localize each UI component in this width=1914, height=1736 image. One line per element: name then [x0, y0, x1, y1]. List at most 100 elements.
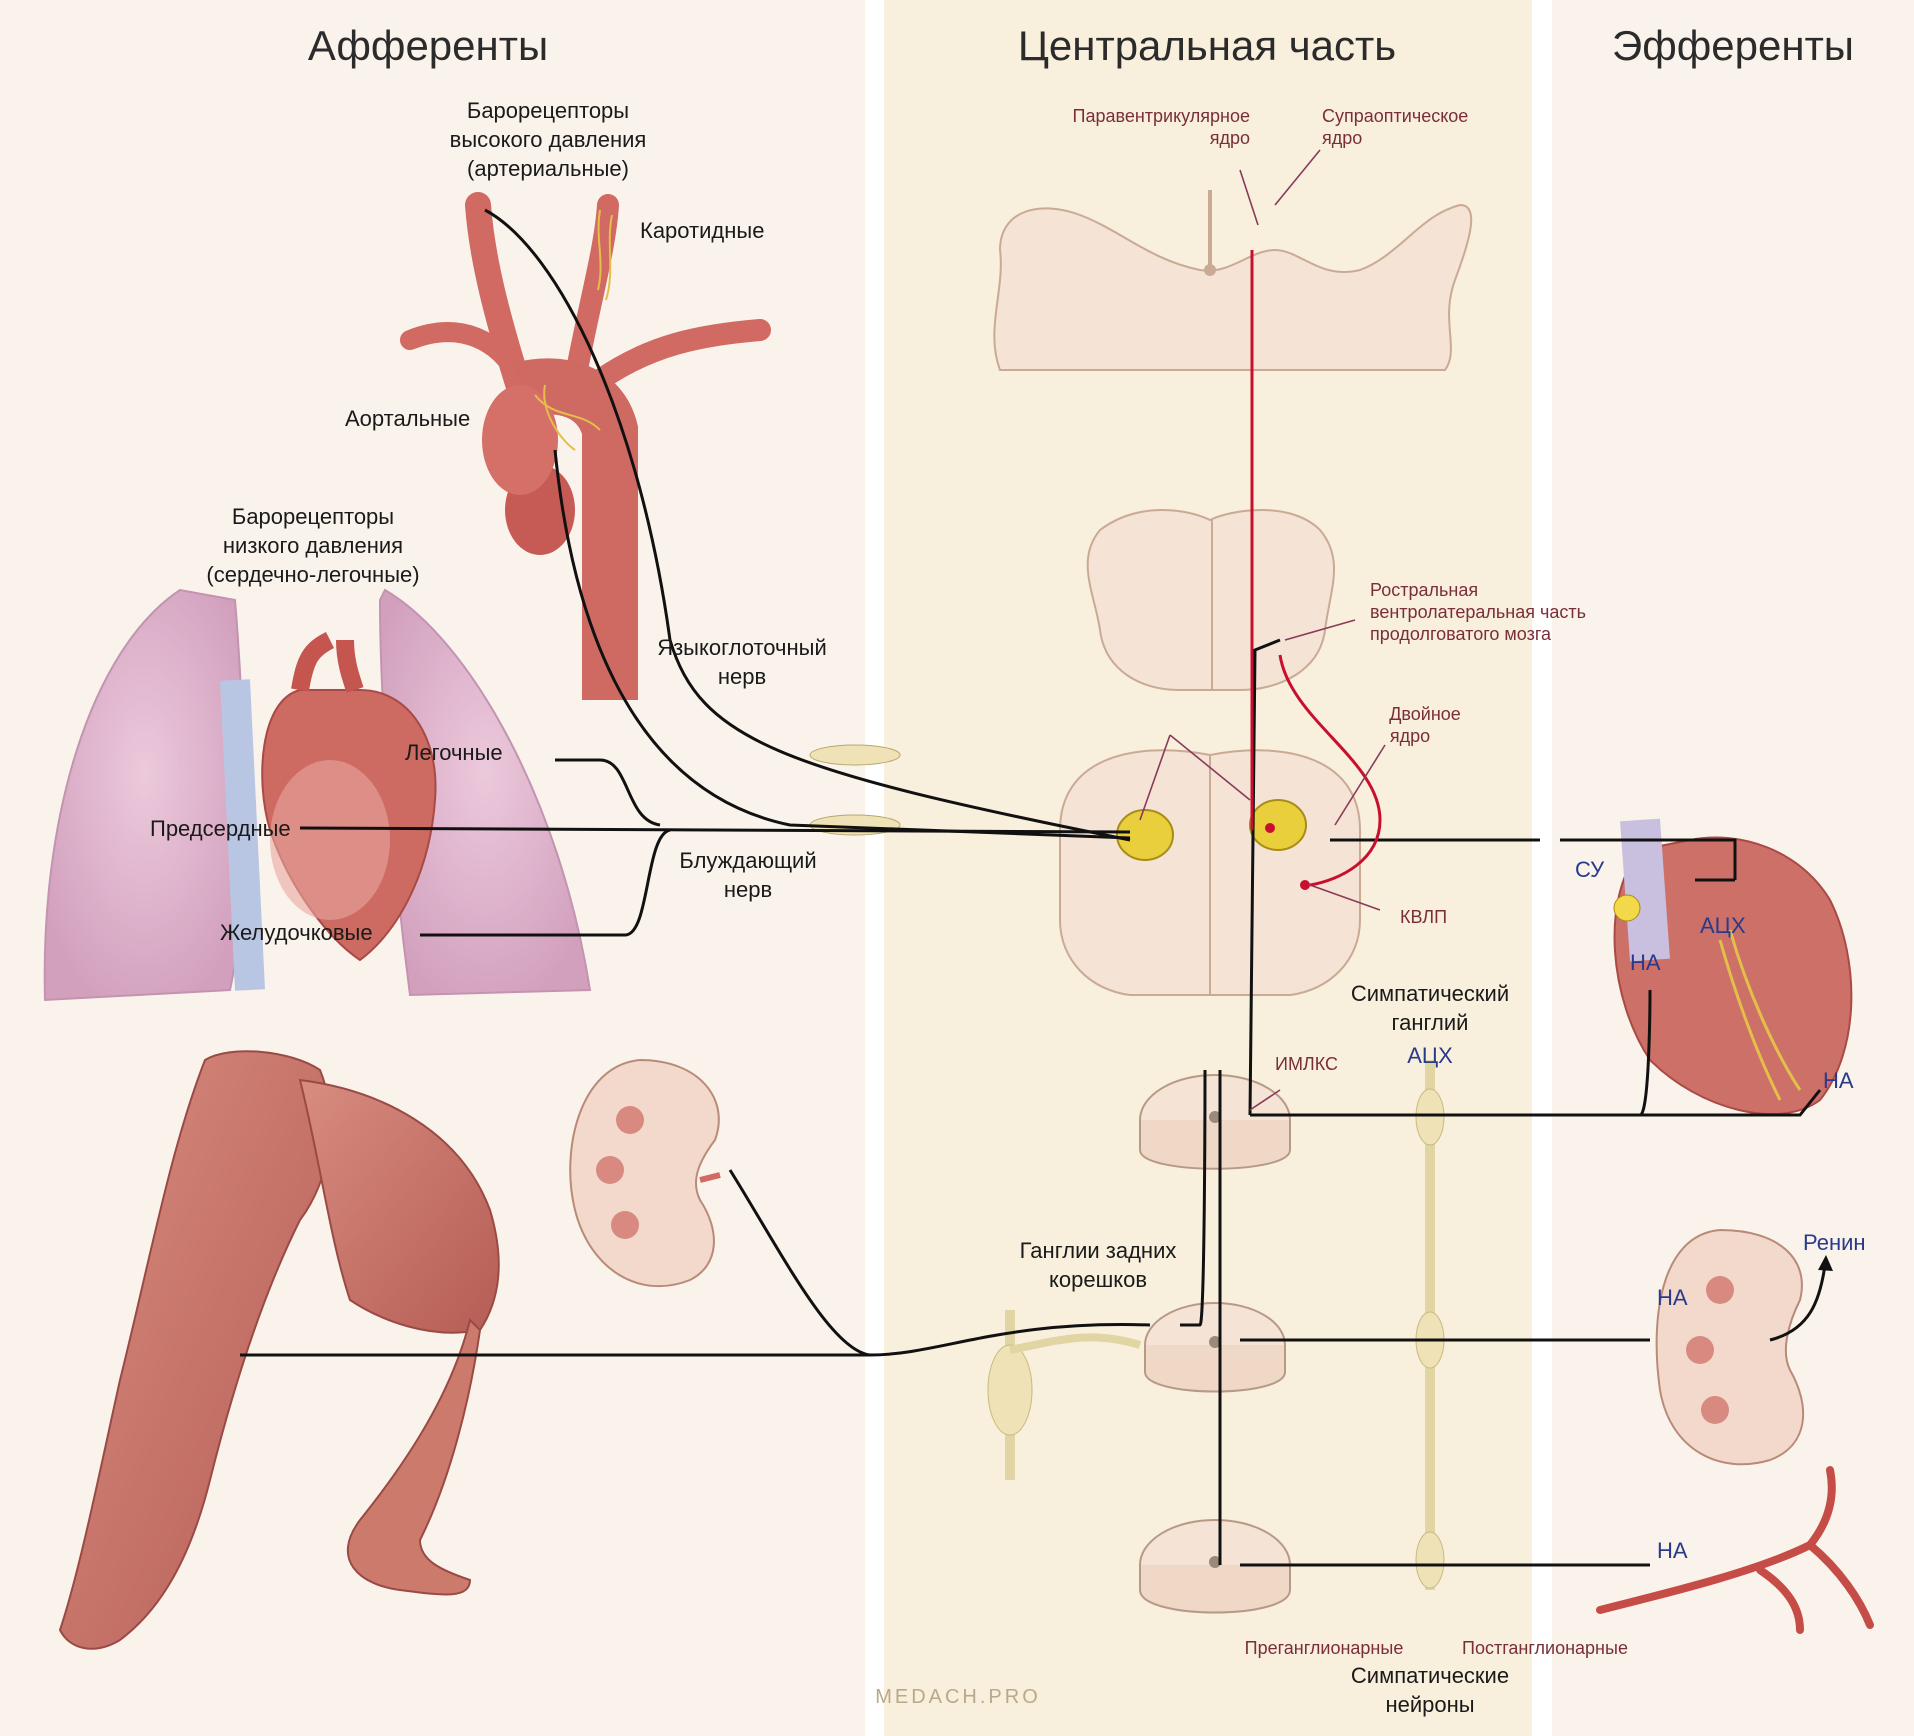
kidney-icon-afferent — [569, 1058, 721, 1288]
path-ventricular — [420, 828, 671, 937]
svg-text:ядро: ядро — [1210, 128, 1250, 148]
callout-rvlm — [1284, 619, 1356, 641]
path-ambiguus-heart — [1330, 838, 1737, 880]
svg-text:продолговатого мозга: продолговатого мозга — [1370, 624, 1552, 644]
svg-text:Блуждающий: Блуждающий — [679, 848, 816, 873]
label-glossopharyngeal: Языкоглоточный нерв — [657, 635, 827, 689]
svg-text:Паравентрикулярное: Паравентрикулярное — [1073, 106, 1251, 126]
heart-icon-efferent — [1613, 818, 1853, 1116]
callout-ambiguus — [1334, 744, 1386, 826]
svg-text:Ганглии задних: Ганглии задних — [1020, 1238, 1177, 1263]
spinal-cord-section-icon-2 — [1144, 1302, 1286, 1393]
label-postganglionic: Постганглионарные — [1462, 1638, 1628, 1658]
watermark: MEDACH.PRO — [875, 1686, 1041, 1708]
callout-supraoptic — [1274, 149, 1321, 206]
brain-section-icon — [993, 190, 1473, 371]
synapse-cvlm — [1300, 880, 1310, 890]
label-na-vessel: НА — [1657, 1538, 1688, 1563]
svg-text:нейроны: нейроны — [1385, 1692, 1474, 1717]
renin-arrowhead — [1818, 1255, 1833, 1271]
renin-arrow — [1769, 1264, 1827, 1342]
callout-nts — [1139, 734, 1251, 821]
label-na-kidney: НА — [1657, 1285, 1688, 1310]
header-central: Центральная часть — [1018, 22, 1396, 69]
label-baro-high: Барорецепторы высокого давления (артериа… — [450, 98, 647, 181]
label-aortic: Аортальные — [345, 406, 470, 431]
svg-text:Ростральная: Ростральная — [1370, 580, 1478, 600]
dorsal-root-ganglion-icon — [987, 1310, 1142, 1480]
label-drg: Ганглии задних корешков — [1020, 1238, 1177, 1292]
label-paraventricular: Паравентрикулярное ядро — [1073, 106, 1251, 148]
label-ventricular: Желудочковые — [220, 920, 373, 945]
blood-vessel-icon — [1596, 1466, 1874, 1634]
leg-muscles-icon — [58, 1050, 500, 1650]
label-symp-neurons: Симпатические нейроны — [1351, 1663, 1509, 1717]
kidney-icon-efferent — [1655, 1228, 1805, 1466]
callout-cvlm — [1309, 884, 1381, 911]
svg-text:ганглий: ганглий — [1392, 1010, 1469, 1035]
label-na-heart2: НА — [1823, 1068, 1854, 1093]
path-cvlm-rvlm — [1278, 654, 1382, 887]
label-carotid: Каротидные — [640, 218, 764, 243]
svg-text:Супраоптическое: Супраоптическое — [1322, 106, 1468, 126]
path-carotid — [484, 208, 1131, 842]
label-ambiguus: Двойное ядро — [1389, 704, 1461, 746]
header-afferents: Афференты — [308, 22, 548, 69]
label-baro-low: Барорецепторы низкого давления (сердечно… — [206, 504, 419, 587]
svg-text:вентролатеральная часть: вентролатеральная часть — [1370, 602, 1586, 622]
svg-text:нерв: нерв — [718, 664, 766, 689]
label-rvlm: Ростральная вентролатеральная часть прод… — [1370, 580, 1586, 644]
nucleus-ambiguus-region — [1249, 799, 1307, 851]
svg-text:Барорецепторы: Барорецепторы — [467, 98, 629, 123]
header-efferents: Эфференты — [1612, 22, 1854, 69]
label-pulmonary: Легочные — [405, 740, 503, 765]
sympathetic-chain-icon — [1415, 1060, 1445, 1590]
heart-icon — [261, 631, 437, 962]
svg-text:(артериальные): (артериальные) — [467, 156, 629, 181]
sinoatrial-node — [1613, 894, 1641, 922]
path-rvlm-down — [1248, 638, 1281, 1116]
svg-text:ядро: ядро — [1322, 128, 1362, 148]
svg-text:Барорецепторы: Барорецепторы — [232, 504, 394, 529]
path-pulmonary — [555, 758, 661, 827]
label-renin: Ренин — [1803, 1230, 1866, 1255]
label-cvlm: КВЛП — [1400, 907, 1447, 927]
path-aortic — [553, 449, 1131, 840]
callout-paraventricular — [1239, 169, 1259, 226]
svg-text:низкого давления: низкого давления — [223, 533, 403, 558]
label-supraoptic: Супраоптическое ядро — [1322, 106, 1468, 148]
aorta-arch-icon — [400, 192, 771, 700]
path-atrial — [299, 826, 1131, 834]
path-leg — [240, 1323, 1151, 1357]
label-ach-heart: АЦХ — [1700, 913, 1746, 938]
svg-text:высокого давления: высокого давления — [450, 127, 647, 152]
spinal-cord-section-icon-1 — [1139, 1074, 1291, 1170]
svg-text:Языкоглоточный: Языкоглоточный — [657, 635, 827, 660]
lungs-icon — [43, 588, 592, 1002]
label-su: СУ — [1575, 857, 1605, 882]
label-imlcs: ИМЛКС — [1275, 1054, 1338, 1074]
label-na-heart1: НА — [1630, 950, 1661, 975]
svg-text:корешков: корешков — [1049, 1267, 1147, 1292]
label-vagus: Блуждающий нерв — [679, 848, 816, 902]
path-drg-up — [1180, 1069, 1207, 1327]
medulla-lower-icon — [1059, 749, 1361, 996]
synapse-pvn — [1265, 823, 1275, 833]
svg-text:нерв: нерв — [724, 877, 772, 902]
label-preganglionic: Преганглионарные — [1245, 1638, 1404, 1658]
svg-text:Симпатический: Симпатический — [1351, 981, 1509, 1006]
medulla-upper-icon — [1086, 509, 1335, 691]
label-symp-ganglion: Симпатический ганглий — [1351, 981, 1509, 1035]
label-atrial: Предсердные — [150, 816, 291, 841]
svg-text:Двойное: Двойное — [1389, 704, 1461, 724]
svg-text:(сердечно-легочные): (сердечно-легочные) — [206, 562, 419, 587]
nucleus-tractus-solitarius — [1116, 809, 1174, 861]
path-kidney — [728, 1169, 871, 1357]
label-ach-center: АЦХ — [1407, 1043, 1453, 1068]
path-spinal1-heart2 — [1430, 1089, 1822, 1117]
callout-imlcs — [1249, 1089, 1281, 1111]
spinal-cord-section-icon-3 — [1139, 1519, 1291, 1614]
svg-text:Симпатические: Симпатические — [1351, 1663, 1509, 1688]
